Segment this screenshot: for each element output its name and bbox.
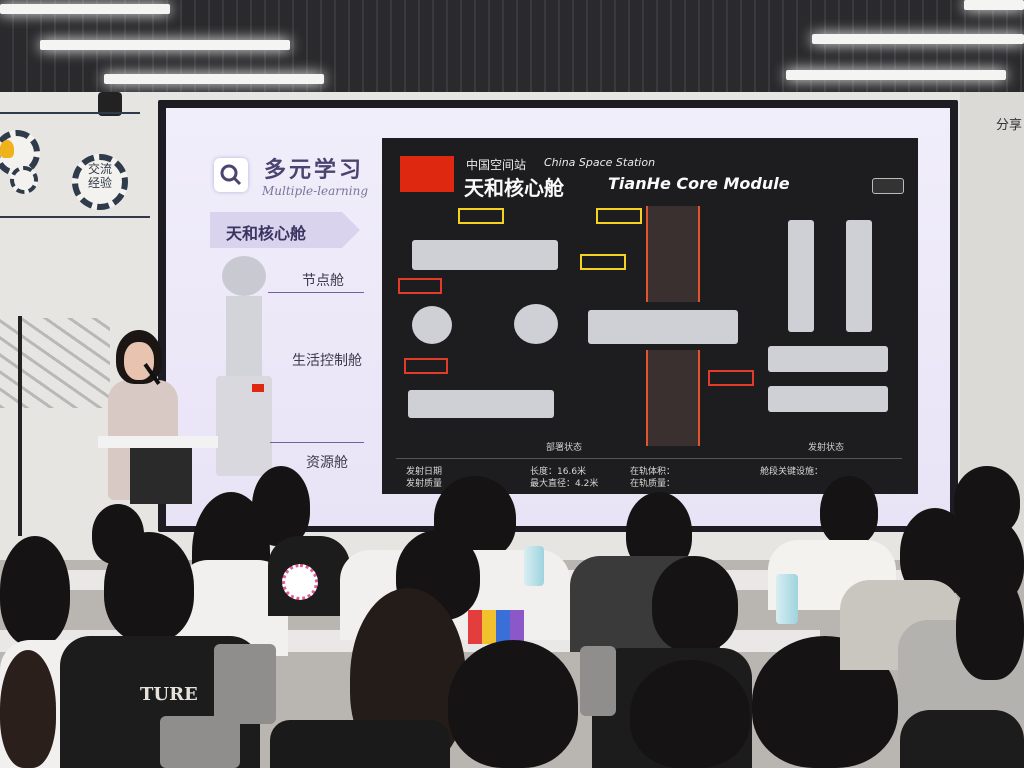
footer-text: 发射日期	[406, 467, 443, 477]
gear-decoration	[10, 166, 38, 194]
resource-module	[216, 376, 272, 476]
wall-stripe	[0, 112, 140, 114]
camera-tripod	[18, 316, 22, 536]
caption: 部署状态	[546, 443, 583, 453]
shirt-print: TURE	[140, 684, 198, 705]
podium-top	[98, 436, 218, 448]
podium	[130, 448, 192, 504]
flower-print	[282, 564, 318, 600]
station-module	[768, 386, 888, 412]
ceiling-light	[0, 4, 170, 14]
label-box	[580, 254, 626, 270]
flag-icon	[252, 384, 264, 392]
footer-text: 在轨体积：	[630, 467, 676, 477]
station-module	[588, 310, 738, 344]
water-bottle	[524, 546, 544, 586]
audience-head	[252, 466, 310, 546]
section-arrow	[210, 212, 360, 248]
segment-label: 节点舱	[302, 273, 344, 289]
staircase-railing	[0, 318, 110, 408]
audience-head	[0, 536, 70, 646]
solar-panel	[646, 350, 700, 446]
station-module	[412, 306, 452, 344]
ceiling-light	[812, 34, 1024, 44]
footer-text: 长度：16.6米	[530, 467, 587, 477]
search-icon	[214, 158, 248, 192]
ceiling-light	[40, 40, 290, 50]
chair	[214, 644, 276, 724]
segment-label: 生活控制舱	[292, 353, 362, 369]
label-box	[404, 358, 448, 374]
wall-sign: 分享	[996, 118, 1023, 133]
footer-text: 舱段关键设施：	[760, 467, 824, 477]
ceiling-light	[104, 74, 324, 84]
infographic-subtitle: 中国空间站	[466, 158, 527, 172]
chair	[160, 716, 240, 768]
audience-shirt	[900, 710, 1024, 768]
infographic-title-en: TianHe Core Module	[608, 174, 790, 193]
footer-text: 在轨质量：	[630, 479, 676, 489]
china-flag	[400, 156, 454, 192]
infographic-subtitle-en: China Space Station	[544, 156, 656, 169]
audience-head	[0, 650, 56, 768]
audience-head	[820, 476, 878, 546]
section-title: 天和核心舱	[226, 224, 307, 243]
node-module	[222, 256, 266, 296]
slide-brand-subtitle: Multiple-learning	[262, 184, 368, 198]
audience-head	[956, 570, 1024, 680]
audience-head	[448, 640, 578, 768]
wall-stripe	[0, 216, 150, 218]
infographic-footer	[396, 458, 902, 489]
lightbulb-icon	[0, 140, 14, 158]
infographic-title: 天和核心舱	[464, 176, 564, 200]
ceiling-light	[786, 70, 1006, 80]
audience-shirt	[270, 720, 450, 768]
station-module	[514, 304, 558, 344]
station-module	[788, 220, 814, 332]
label-box	[596, 208, 642, 224]
station-module	[408, 390, 554, 418]
audience-head	[104, 532, 194, 642]
footer-text: 发射质量	[406, 479, 443, 489]
living-module	[226, 296, 262, 376]
station-module	[846, 220, 872, 332]
chair	[580, 646, 616, 716]
segment-label: 资源舱	[306, 455, 348, 471]
label-box	[708, 370, 754, 386]
audience-head	[630, 660, 750, 768]
audience-head	[652, 556, 738, 652]
ceiling-light	[964, 0, 1024, 10]
water-bottle	[776, 574, 798, 624]
slide-brand-title: 多元学习	[264, 157, 365, 183]
label-box	[398, 278, 442, 294]
station-module	[412, 240, 558, 270]
station-module	[768, 346, 888, 372]
footer-text: 最大直径：4.2米	[530, 479, 599, 489]
label-box	[458, 208, 504, 224]
badge-logo	[872, 178, 904, 194]
gear-decoration	[72, 154, 128, 210]
segment-line	[268, 292, 364, 293]
solar-panel	[646, 206, 700, 302]
gear-label: 交流经验	[87, 162, 112, 190]
caption: 发射状态	[808, 443, 845, 453]
segment-line	[270, 442, 364, 443]
shirt-print-blocks	[468, 610, 524, 644]
